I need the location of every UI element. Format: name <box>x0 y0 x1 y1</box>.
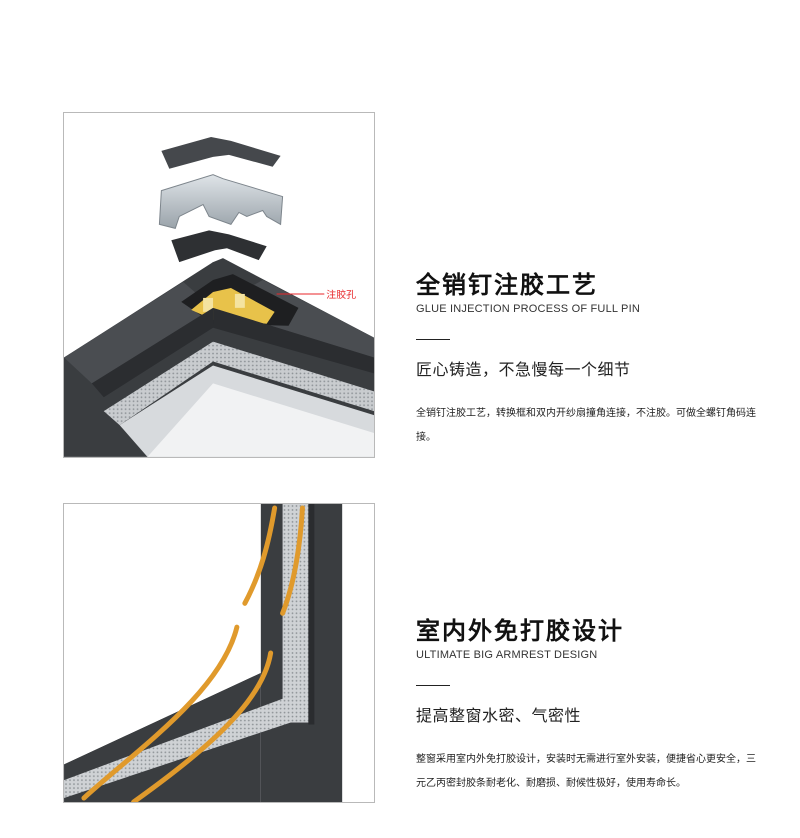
section-tagline: 提高整窗水密、气密性 <box>416 706 582 725</box>
section-subtitle: ULTIMATE BIG ARMREST DESIGN <box>416 649 598 661</box>
gasket-drawing <box>64 504 343 802</box>
divider <box>416 685 450 686</box>
screen-mesh <box>103 341 374 426</box>
glue-hole-callout: 注胶孔 <box>326 288 356 301</box>
screen-mesh <box>282 504 309 723</box>
section-tagline: 匠心铸造，不急慢每一个细节 <box>416 360 631 379</box>
corner-joint-drawing: 注胶孔 <box>64 136 374 457</box>
bottom-plate <box>171 230 267 263</box>
divider <box>416 339 450 340</box>
section-subtitle: GLUE INJECTION PROCESS OF FULL PIN <box>416 303 640 315</box>
section-description: 整窗采用室内外免打胶设计，安装时无需进行室外安装，便捷省心更安全，三元乙丙密封胶… <box>416 754 756 789</box>
section-no-glue-design: 室内外免打胶设计 ULTIMATE BIG ARMREST DESIGN 提高整… <box>416 614 766 796</box>
gasket-strip <box>242 505 278 606</box>
gasket-strip <box>81 624 240 801</box>
gasket-strip <box>131 650 274 802</box>
section-title: 室内外免打胶设计 <box>416 617 624 645</box>
gasket-illustration <box>63 503 375 803</box>
section-title: 全销钉注胶工艺 <box>416 271 598 299</box>
section-description: 全销钉注胶工艺，转换框和双内开纱扇撞角连接，不注胶。可做全螺钉角码连接。 <box>416 408 756 443</box>
aluminium-cleat <box>158 174 284 229</box>
corner-joint-illustration: 注胶孔 <box>63 112 375 458</box>
top-plate <box>161 136 281 169</box>
gasket-strip <box>280 505 305 616</box>
section-glue-injection: 全销钉注胶工艺 GLUE INJECTION PROCESS OF FULL P… <box>416 268 766 450</box>
